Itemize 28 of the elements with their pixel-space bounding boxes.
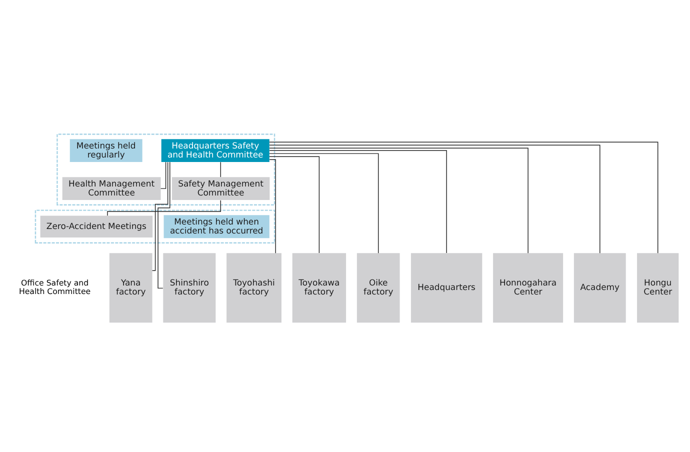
connector [152,162,168,272]
node-box: Meetings held regularly [70,139,142,162]
connector [269,156,320,254]
connector [269,148,528,254]
cluster [56,134,276,206]
cluster [34,210,276,244]
node-box: Health Management Committee [62,177,161,200]
connector [160,162,166,189]
connector [269,144,600,254]
node-box: Headquarters [410,253,482,323]
connector [269,150,447,254]
node-box: Headquarters Safety and Health Committee [161,139,270,162]
node-box: Zero-Accident Meetings [40,216,153,238]
node-box: Yana factory [109,253,152,323]
node-box: Toyohashi factory [226,253,282,323]
connector [220,162,221,178]
node-box: Safety Management Committee [172,177,270,200]
connector [269,153,379,254]
node-box: Academy [574,253,626,323]
connector [269,142,658,254]
connector [269,159,276,254]
node-box: Honnogahara Center [493,253,564,323]
connector [158,162,170,289]
node-box: Toyokawa factory [292,253,346,323]
node-box: Meetings held when accident has occurred [164,215,270,238]
node-box: Oike factory [356,253,400,323]
node-box: Hongu Center [637,253,679,323]
node-box: Shinshiro factory [163,253,216,323]
